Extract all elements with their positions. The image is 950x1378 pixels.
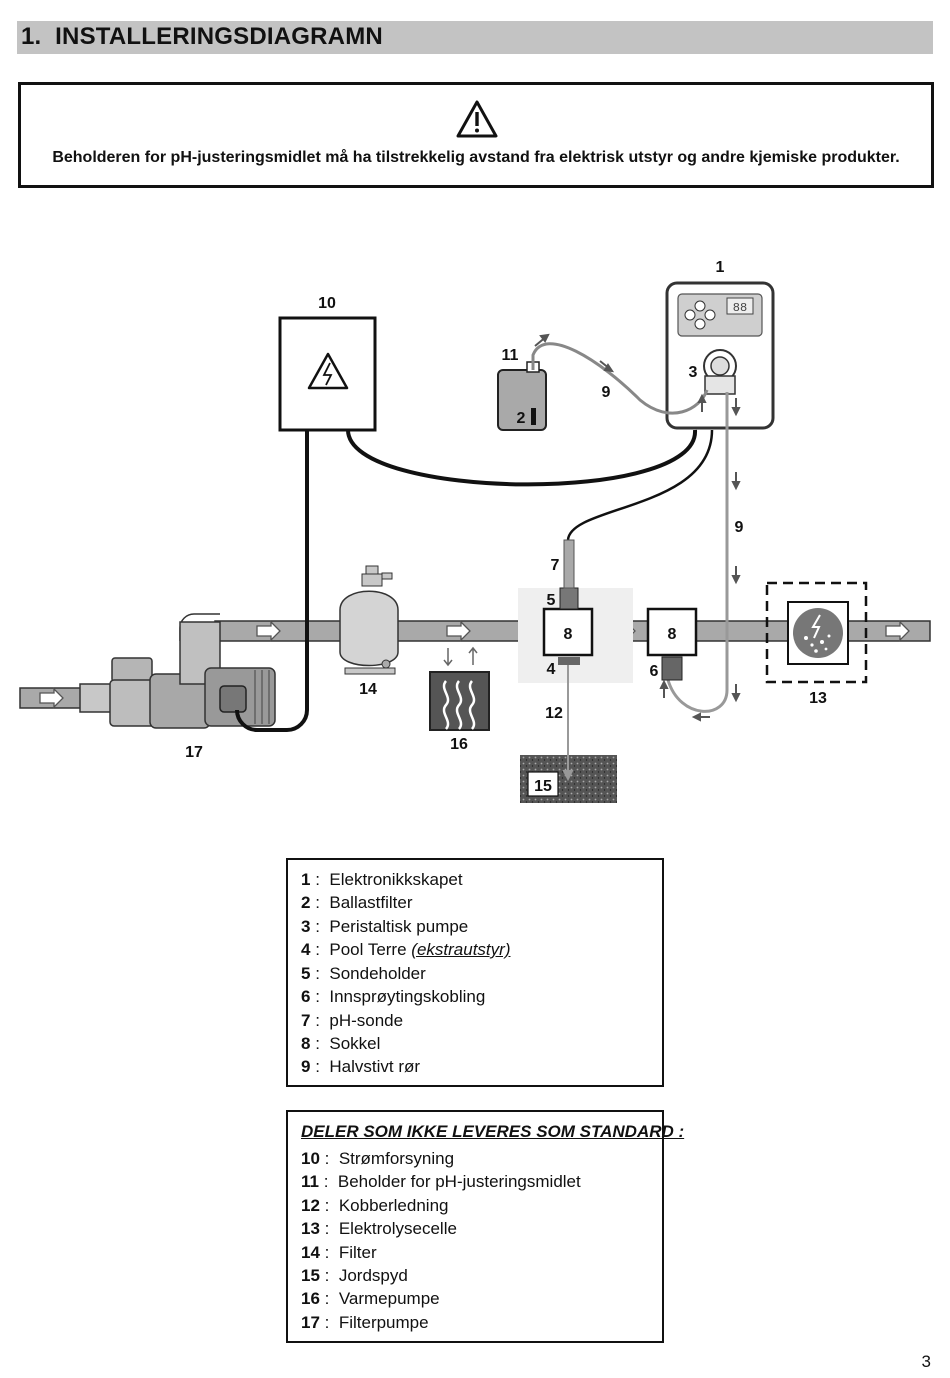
callout-1: 1: [716, 259, 725, 276]
probe-holder: [559, 587, 579, 610]
sand-filter: [339, 565, 399, 675]
legend-item: 8 : Sokkel: [301, 1034, 381, 1053]
legend-optional: DELER SOM IKKE LEVERES SOM STANDARD : 10…: [286, 1110, 684, 1343]
electronic-cabinet: 88: [665, 281, 775, 430]
warning-box: Beholderen for pH-justeringsmidlet må ha…: [18, 82, 934, 188]
callout-12: 12: [545, 705, 563, 722]
callout-2: 2: [517, 410, 526, 427]
installation-diagram: 88: [19, 259, 931, 803]
legend-item: 10 : Strømforsyning: [301, 1149, 455, 1168]
legend-item: 6 : Innsprøytingskobling: [301, 987, 486, 1006]
display-readout: 88: [733, 301, 747, 315]
saddle-2: [646, 607, 698, 657]
callout-15: 15: [534, 778, 552, 795]
legend-item: 17 : Filterpumpe: [301, 1313, 429, 1332]
pool-terre: [558, 657, 580, 665]
legend-item: 16 : Varmepumpe: [301, 1289, 440, 1308]
legend-item: 4 : Pool Terre (ekstrautstyr): [301, 940, 511, 959]
legend-item: 11 : Beholder for pH-justeringsmidlet: [301, 1172, 581, 1191]
callout-5: 5: [547, 592, 556, 609]
legend-item: 14 : Filter: [301, 1243, 377, 1262]
diagram-callouts: 1 2 3 4 5 6 7 8 8 9 9 10 11 12 13 14 15 …: [185, 259, 827, 795]
callout-7: 7: [551, 557, 560, 574]
legend-optional-title: DELER SOM IKKE LEVERES SOM STANDARD :: [301, 1122, 685, 1141]
section-number: 1.: [21, 23, 42, 50]
ph-probe: [563, 539, 575, 589]
callout-4: 4: [547, 661, 556, 678]
high-voltage-icon: [307, 352, 349, 390]
legend-item: 2 : Ballastfilter: [301, 893, 413, 912]
callout-17: 17: [185, 744, 203, 761]
callout-8b: 8: [668, 626, 677, 643]
control-cable: [346, 429, 698, 487]
callout-10: 10: [318, 295, 336, 312]
discharge-tube: [666, 392, 729, 713]
warning-text: Beholderen for pH-justeringsmidlet må ha…: [52, 149, 900, 166]
heat-waves-icon: [442, 680, 476, 730]
legend-standard: 1 : Elektronikkskapet 2 : Ballastfilter …: [286, 858, 664, 1087]
section-title-text: INSTALLERINGSDIAGRAMN: [55, 23, 383, 50]
filter-pump: [79, 621, 276, 729]
peristaltic-pump-head: [703, 349, 737, 395]
legend-item: 1 : Elektronikkskapet: [301, 870, 463, 889]
injection-fitting: [661, 656, 683, 681]
probe-cable: [566, 429, 714, 541]
callout-9b: 9: [735, 519, 744, 536]
callout-16: 16: [450, 736, 468, 753]
callout-14: 14: [359, 681, 377, 698]
legend-item: 7 : pH-sonde: [301, 1011, 404, 1030]
callout-8a: 8: [564, 626, 573, 643]
pump-power-cable: [235, 430, 309, 732]
suction-tube: [531, 342, 709, 415]
section-heading: 1. INSTALLERINGSDIAGRAMN: [17, 21, 933, 54]
callout-6: 6: [650, 663, 659, 680]
legend-item: 12 : Kobberledning: [301, 1196, 449, 1215]
legend-item: 15 : Jordspyd: [301, 1266, 408, 1285]
callout-9a: 9: [602, 384, 611, 401]
legend-item: 9 : Halvstivt rør: [301, 1057, 421, 1076]
lightning-icon: [811, 614, 821, 639]
section-title: 1. INSTALLERINGSDIAGRAMN: [21, 23, 383, 51]
legend-item: 3 : Peristaltisk pumpe: [301, 917, 469, 936]
legend-item: 13 : Elektrolysecelle: [301, 1219, 457, 1238]
warning-triangle-icon: [456, 100, 498, 138]
heat-pump: [429, 646, 490, 731]
callout-11: 11: [502, 347, 519, 364]
callout-3: 3: [689, 364, 698, 381]
electrolysis-cell: [765, 581, 868, 684]
tube-arrow-icons: [534, 333, 741, 722]
legend-item: 5 : Sondeholder: [301, 964, 426, 983]
ballast-filter: [531, 408, 536, 425]
callout-13: 13: [809, 690, 827, 707]
page-number: 3: [921, 1352, 931, 1371]
power-supply: [278, 316, 377, 432]
